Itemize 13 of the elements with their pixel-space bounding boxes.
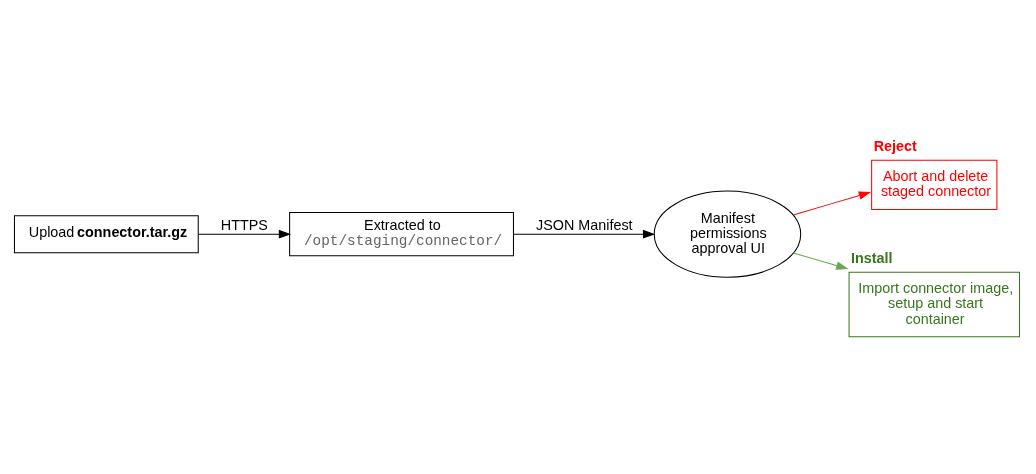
node-ellipse: Manifest permissions approval UI	[653, 190, 802, 278]
arrow	[793, 252, 849, 270]
node-label: Reject	[873, 137, 917, 154]
arrow	[792, 190, 872, 215]
node-box: Abort and delete staged connector	[871, 159, 998, 210]
edge-label: HTTPS	[220, 216, 268, 233]
edge-label: JSON Manifest	[536, 216, 633, 233]
arrow	[513, 229, 656, 238]
node-label: Install	[851, 249, 893, 266]
node-box: Upload connector.tar.gz	[13, 214, 199, 253]
node-box: Extracted to /opt/staging/connector/	[289, 211, 514, 256]
node-box: Import connector image, setup and start container	[848, 271, 1020, 337]
arrow	[198, 229, 292, 238]
